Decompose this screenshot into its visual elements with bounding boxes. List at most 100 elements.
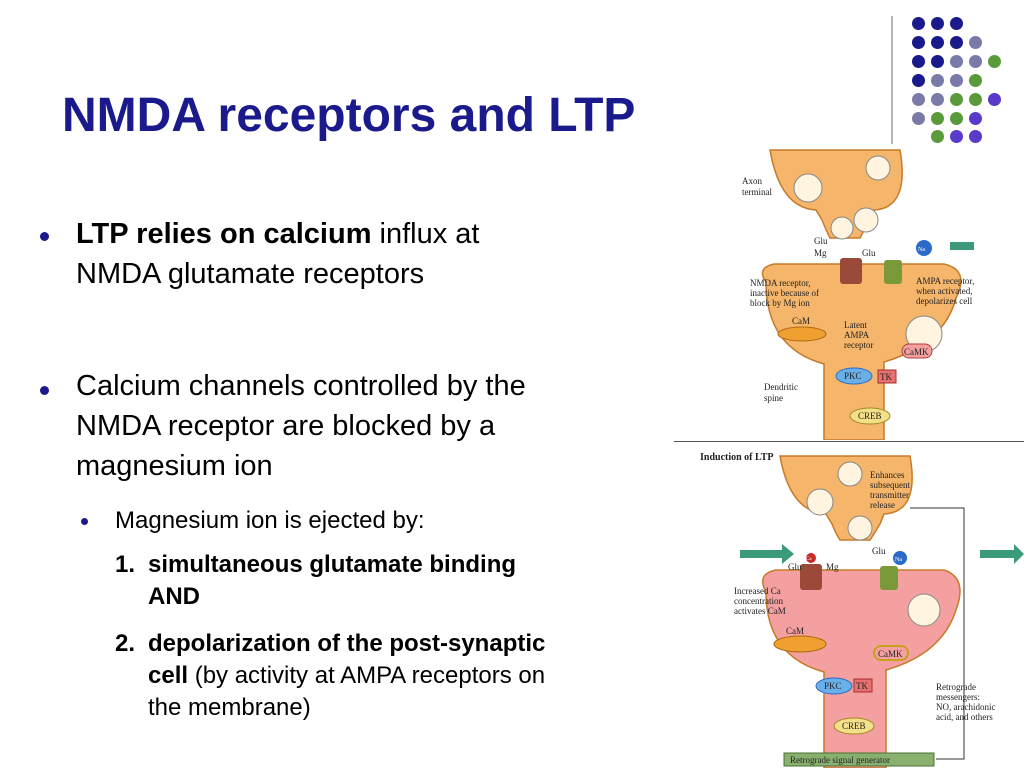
label-na: Na — [895, 557, 902, 563]
decor-dot — [912, 74, 925, 87]
decor-dot — [931, 130, 944, 143]
nmda-receptor-icon — [800, 564, 822, 590]
camk-badge — [901, 343, 933, 359]
label-creb: CREB — [858, 411, 882, 421]
decor-dot — [969, 36, 982, 49]
label-mg: Mg — [814, 248, 827, 258]
vesicle — [793, 173, 823, 203]
bullet-text: NMDA glutamate receptors — [76, 258, 425, 290]
bullet-dot — [40, 232, 49, 241]
label-spine: spine — [764, 393, 783, 403]
item-text: the membrane) — [148, 694, 311, 721]
vesicle — [837, 461, 863, 487]
retrograde-generator-box — [783, 752, 935, 767]
cam-shape — [777, 326, 827, 342]
label-glu-2: Glu — [862, 248, 876, 258]
label-glu: Glu — [814, 236, 828, 246]
tk-badge — [853, 678, 873, 693]
decor-dot — [969, 74, 982, 87]
label-dendritic: Dendritic — [764, 382, 798, 392]
item-text: (by activity at AMPA receptors on — [188, 662, 546, 689]
label-retrograde: NO, arachidonic — [936, 702, 995, 712]
item-number: 2. — [115, 630, 136, 657]
vesicle — [865, 155, 891, 181]
label-cam: CaM — [786, 626, 804, 636]
induction-heading: Induction of LTP — [700, 452, 774, 463]
creb-badge — [833, 717, 875, 735]
decor-dot — [912, 17, 925, 30]
label-enhances: transmitter — [870, 490, 909, 500]
decor-dot — [950, 93, 963, 106]
calcium-ion-icon — [806, 553, 816, 563]
label-mg: Mg — [826, 562, 839, 572]
decor-dot — [988, 93, 1001, 106]
label-glu-right: Glu — [872, 546, 886, 556]
label-latent: Latent — [844, 320, 867, 330]
label-cam: CaM — [792, 316, 810, 326]
vesicle — [853, 207, 879, 233]
sub-bullet-dot — [81, 518, 88, 525]
ampa-vesicle — [907, 593, 941, 627]
decor-dot — [950, 112, 963, 125]
decor-dot — [931, 74, 944, 87]
label-creb: CREB — [842, 721, 866, 731]
label-tk: TK — [880, 372, 892, 382]
label-tk: TK — [856, 681, 868, 691]
decor-dot — [931, 36, 944, 49]
item-text: AND — [148, 583, 200, 610]
decor-dot — [912, 36, 925, 49]
figure-separator — [674, 441, 1024, 442]
decor-dot — [950, 17, 963, 30]
decor-dot — [931, 93, 944, 106]
synapse-figure-resting: Axon terminal Glu Mg Glu Na NMDA recepto… — [674, 148, 974, 440]
cam-shape — [773, 635, 827, 653]
glutamate-input-arrow-icon — [740, 544, 794, 564]
depolarization-arrow-icon — [980, 544, 1024, 564]
label-retrograde: acid, and others — [936, 712, 993, 722]
label-retrograde: messengers: — [936, 692, 980, 702]
label-axon: Axon — [742, 176, 762, 186]
sodium-ion-icon — [916, 240, 932, 256]
item-bold-text: depolarization of the post-synaptic — [148, 630, 546, 657]
label-ampa: depolarizes cell — [916, 296, 973, 306]
ampa-receptor-icon — [880, 566, 898, 590]
label-glu-left: Glu — [788, 562, 802, 572]
bullet-dot — [40, 386, 49, 395]
label-latent: AMPA — [844, 330, 870, 340]
sub-bullet-ejected: Magnesium ion is ejected by: — [115, 507, 425, 534]
slide-title: NMDA receptors and LTP — [62, 89, 636, 142]
label-ca: Ca — [806, 557, 812, 562]
label-increased: activates CaM — [734, 606, 786, 616]
label-increased: concentration — [734, 596, 783, 606]
label-enhances: Enhances — [870, 470, 905, 480]
dendritic-spine-shape — [761, 263, 962, 440]
label-enhances: subsequent — [870, 480, 910, 490]
depolarization-arrow-icon — [950, 242, 974, 250]
label-terminal: terminal — [742, 187, 772, 197]
item-number: 1. — [115, 551, 136, 578]
bullet-bold-text: LTP relies on calcium — [76, 218, 372, 250]
label-enhances: release — [870, 500, 895, 510]
decor-dot — [912, 112, 925, 125]
vesicle — [806, 488, 834, 516]
axon-terminal-shape — [779, 455, 913, 541]
tk-badge — [877, 369, 897, 384]
retrograde-path-line — [910, 507, 965, 760]
nmda-receptor-icon — [840, 258, 862, 284]
decor-dot — [950, 130, 963, 143]
decor-dot — [969, 130, 982, 143]
camk-badge — [873, 645, 909, 661]
item-bold-text: cell — [148, 662, 189, 689]
decor-dot — [912, 55, 925, 68]
pkc-badge — [815, 677, 853, 695]
item-text: simultaneous glutamate binding — [148, 551, 517, 578]
numbered-item-2: 2. depolarization of the post-synaptic c… — [115, 628, 655, 728]
sodium-ion-icon — [893, 551, 907, 565]
decor-dot — [931, 17, 944, 30]
label-nmda: block by Mg ion — [750, 298, 810, 308]
label-camk: CaMK — [878, 649, 903, 659]
decor-dot — [950, 36, 963, 49]
label-pkc: PKC — [824, 681, 842, 691]
label-ampa: when activated, — [916, 286, 972, 296]
decor-dot — [950, 74, 963, 87]
